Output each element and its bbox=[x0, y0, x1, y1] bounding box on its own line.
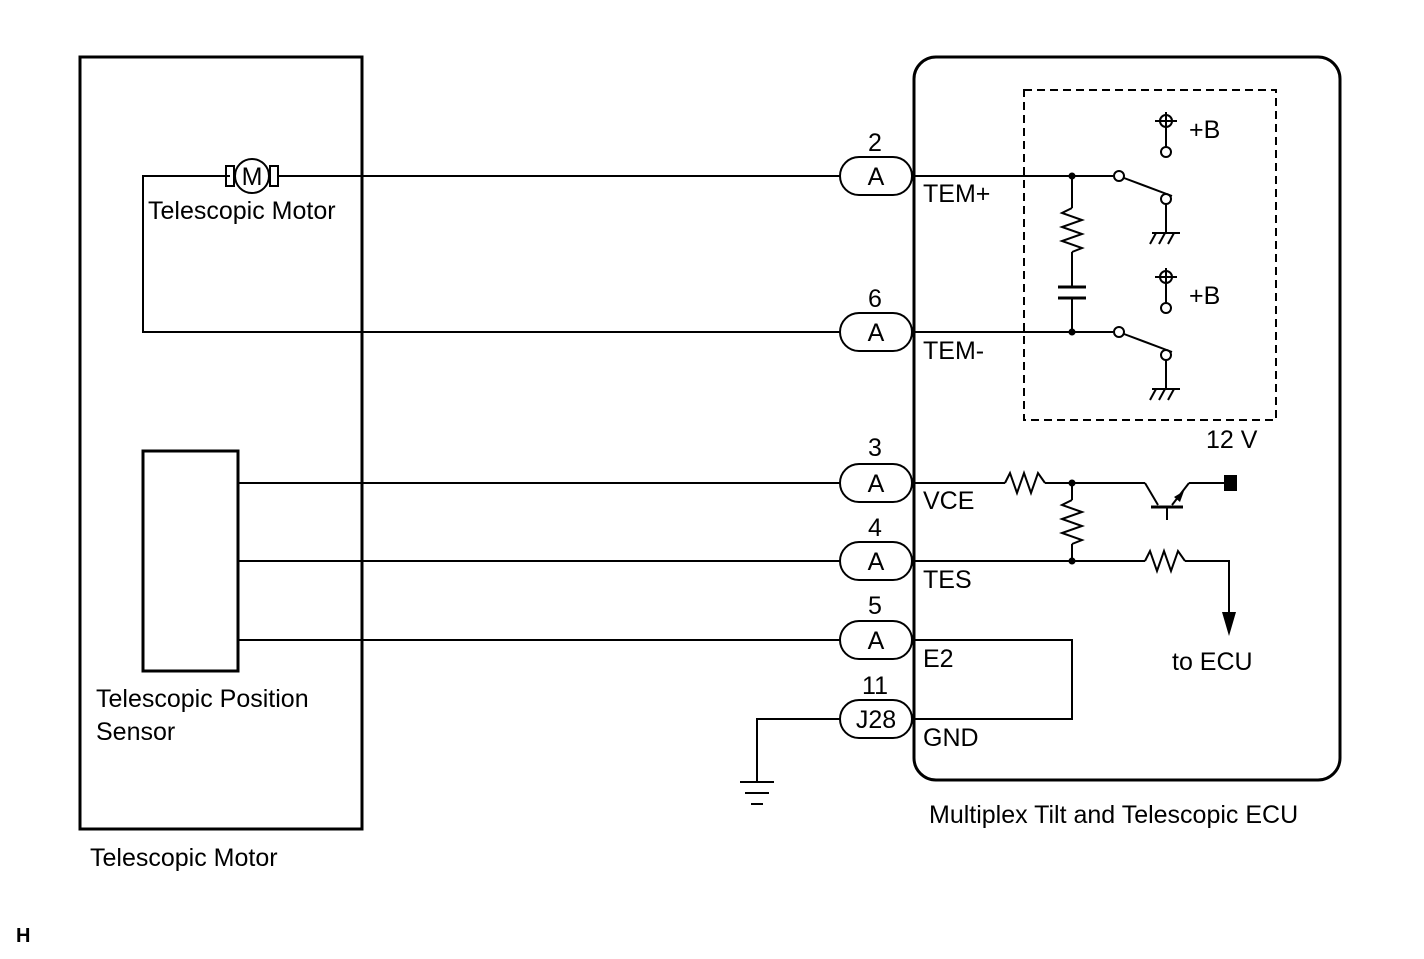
position-sensor-label-line1: Telescopic Position bbox=[96, 685, 309, 713]
terminal-vce: VCE bbox=[923, 487, 974, 515]
position-sensor-label-line2: Sensor bbox=[96, 718, 175, 746]
to-ecu-label: to ECU bbox=[1172, 648, 1253, 676]
telescopic-motor-label: Telescopic Motor bbox=[148, 197, 336, 225]
pin-number: 11 bbox=[862, 672, 888, 700]
connector-pin-3: 3 A bbox=[839, 434, 913, 503]
connector-code: A bbox=[868, 548, 885, 576]
connector-pin-2: 2 A bbox=[839, 129, 913, 196]
pin-number: 3 bbox=[868, 434, 882, 462]
connector-code: J28 bbox=[856, 706, 896, 734]
ground-icon bbox=[740, 781, 774, 805]
motor-loop-wire bbox=[142, 175, 840, 333]
voltage-label: 12 V bbox=[1206, 426, 1258, 454]
sensor-supply-circuit bbox=[912, 469, 1236, 636]
transistor-icon bbox=[1144, 475, 1237, 520]
terminal-tem-minus: TEM- bbox=[923, 337, 984, 365]
connector-pin-4: 4 A bbox=[839, 514, 913, 581]
pin-number: 2 bbox=[868, 129, 882, 157]
connector-code: A bbox=[868, 319, 885, 347]
pin-number: 5 bbox=[868, 592, 882, 620]
telescopic-motor-assembly-box bbox=[78, 55, 364, 831]
terminal-gnd: GND bbox=[923, 724, 979, 752]
pin-number: 4 bbox=[868, 514, 882, 542]
ecu-label: Multiplex Tilt and Telescopic ECU bbox=[929, 801, 1298, 829]
terminal-e2: E2 bbox=[923, 645, 954, 673]
e2-gnd-link bbox=[912, 639, 1073, 720]
relay-switch-2 bbox=[1113, 268, 1180, 401]
pin-number: 6 bbox=[868, 285, 882, 313]
connector-pin-11: 11 J28 bbox=[839, 672, 913, 739]
terminal-tem-plus: TEM+ bbox=[923, 180, 990, 208]
corner-note: H bbox=[16, 925, 30, 947]
connector-pin-5: 5 A bbox=[839, 592, 913, 660]
ground-wire bbox=[756, 718, 840, 781]
ecu-box bbox=[912, 55, 1342, 782]
snubber-network bbox=[1058, 172, 1086, 336]
motor-icon bbox=[225, 158, 279, 194]
plus-b-label-2: +B bbox=[1189, 282, 1220, 310]
telescopic-motor-assembly-label: Telescopic Motor bbox=[90, 844, 278, 872]
position-sensor-box bbox=[141, 449, 240, 673]
connector-code: A bbox=[868, 470, 885, 498]
connector-pin-6: 6 A bbox=[839, 285, 913, 352]
plus-b-label-1: +B bbox=[1189, 116, 1220, 144]
connector-code: A bbox=[868, 163, 885, 191]
connector-code: A bbox=[868, 627, 885, 655]
terminal-tes: TES bbox=[923, 566, 972, 594]
motor-driver-block bbox=[1023, 89, 1277, 421]
motor-symbol-letter: M bbox=[242, 163, 263, 191]
relay-switch-1 bbox=[1113, 112, 1180, 245]
